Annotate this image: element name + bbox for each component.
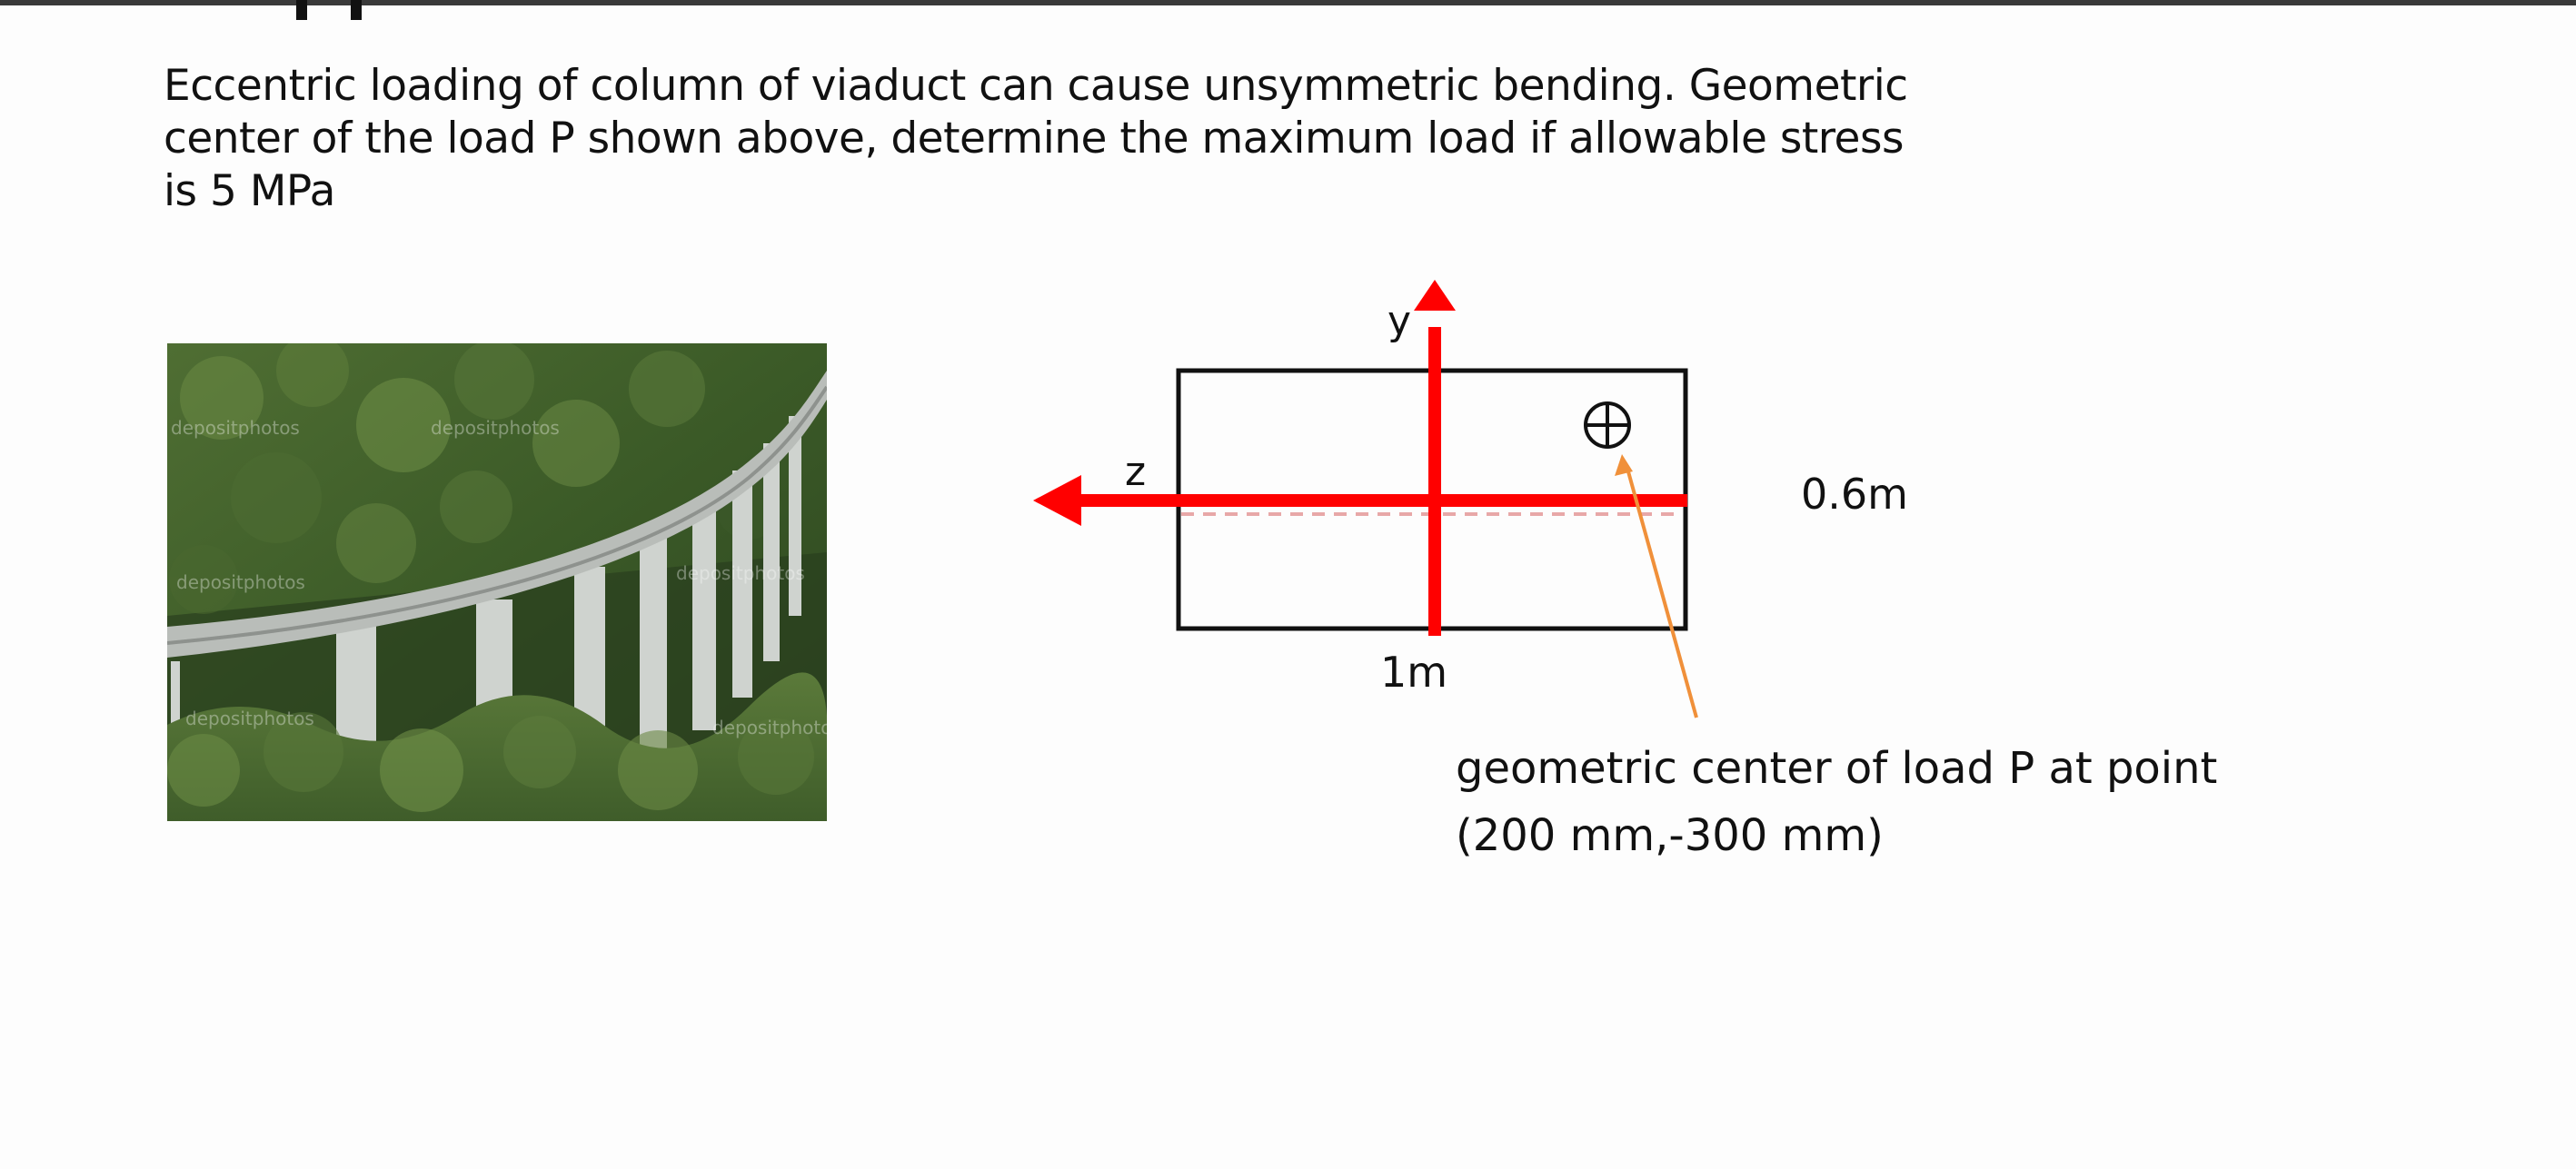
watermark-text: depositphotos <box>431 417 560 439</box>
cropped-glyph-fragment <box>351 0 362 20</box>
annotation-leader <box>1625 464 1698 718</box>
z-axis-label: z <box>1125 449 1146 495</box>
column-cross-section <box>1176 368 1688 631</box>
watermark-text: depositphotos <box>171 417 300 439</box>
y-axis-arrowhead <box>1414 280 1456 311</box>
problem-line-2: center of the load P shown above, determ… <box>164 114 1904 163</box>
height-dimension-label: 0.6m <box>1801 470 1908 519</box>
width-dimension-label: 1m <box>1380 648 1447 697</box>
problem-line-1: Eccentric loading of column of viaduct c… <box>164 61 1908 111</box>
watermark-text: depositphotos <box>676 562 805 584</box>
watermark-text: depositphotos <box>712 717 827 738</box>
photo-watermarks: depositphotos depositphotos depositphoto… <box>171 417 827 738</box>
annotation-line-1: geometric center of load P at point <box>1456 743 2217 794</box>
problem-statement: Eccentric loading of column of viaduct c… <box>164 60 1908 218</box>
viaduct-photo: depositphotos depositphotos depositphoto… <box>167 343 827 821</box>
z-axis-arrowhead <box>1033 475 1081 526</box>
watermark-text: depositphotos <box>185 708 314 729</box>
annotation-line-2: (200 mm,-300 mm) <box>1456 810 1884 861</box>
watermark-text: depositphotos <box>176 571 305 593</box>
load-point-icon <box>1584 401 1631 449</box>
foliage <box>169 343 781 614</box>
top-border <box>0 0 2576 5</box>
annotation-leader-arrowhead <box>1615 454 1633 476</box>
y-axis-label: y <box>1387 298 1411 344</box>
cropped-glyph-fragment <box>296 0 307 20</box>
problem-line-3: is 5 MPa <box>164 166 335 216</box>
